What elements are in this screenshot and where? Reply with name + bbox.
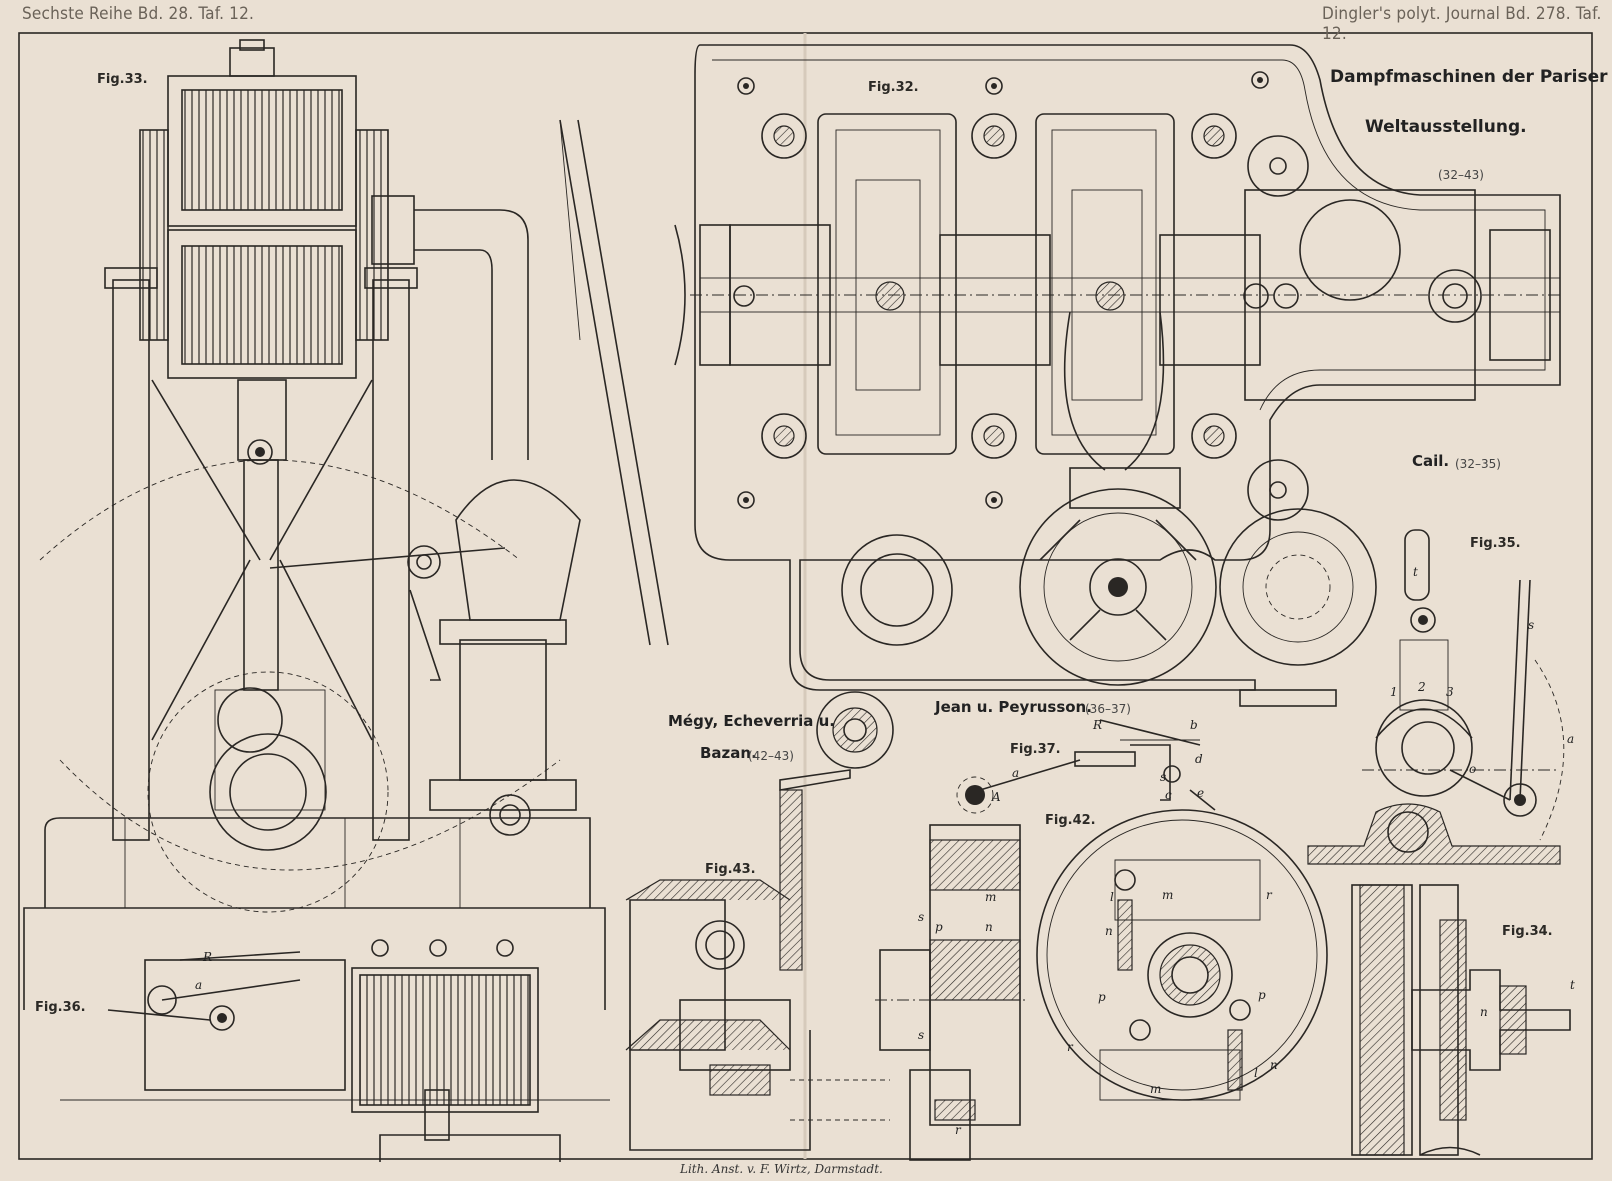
fig37-label: Fig.37.	[1010, 742, 1061, 757]
letter-p-fig42: p	[1098, 990, 1106, 1004]
fig34-label: Fig.34.	[1502, 924, 1553, 939]
fig33-label: Fig.33.	[97, 72, 148, 87]
fig36-side-view	[60, 939, 610, 1162]
fig35-label: Fig.35.	[1470, 536, 1521, 551]
maker-megy-line2: Bazan.	[700, 744, 757, 762]
letter-c-fig37: c	[1165, 788, 1172, 802]
letter-l-fig42: l	[1110, 890, 1114, 904]
plate-title-line2: Weltausstellung.	[1365, 117, 1527, 137]
maker-megy-line1: Mégy, Echeverria u.	[668, 712, 835, 730]
fig43-label: Fig.43.	[705, 862, 756, 877]
letter-t-fig34: t	[1570, 978, 1575, 992]
letter-1-fig35: 1	[1390, 685, 1398, 699]
letter-r-left-fig42: r	[1067, 1040, 1073, 1054]
maker-cail-range: (32–35)	[1455, 457, 1501, 471]
letter-s-fig37: s	[1160, 770, 1167, 784]
letter-r-fig42: r	[1266, 888, 1272, 902]
fig34-section	[1351, 884, 1571, 1156]
fig42-label: Fig.42.	[1045, 813, 1096, 828]
maker-cail: Cail.	[1412, 452, 1450, 470]
plate-title-range: (32–43)	[1438, 168, 1484, 182]
letter-e-fig37: e	[1197, 786, 1205, 800]
letter-d-fig37: d	[1195, 752, 1203, 766]
letter-n-sect: n	[985, 920, 993, 934]
letter-a-fig36: a	[195, 978, 203, 992]
letter-R-fig36: R	[203, 950, 213, 964]
letter-n-fig42: n	[1105, 924, 1113, 938]
letter-a-fig35: a	[1567, 732, 1575, 746]
lithographer-credit: Lith. Anst. v. F. Wirtz, Darmstadt.	[680, 1162, 883, 1176]
header-left: Sechste Reihe Bd. 28. Taf. 12.	[22, 4, 255, 24]
fig32-label: Fig.32.	[868, 80, 919, 95]
fig35-governor	[1307, 529, 1565, 865]
letter-m-bottom-fig42: m	[1150, 1082, 1162, 1096]
letter-3-fig35: 3	[1446, 685, 1454, 699]
fig43-section	[625, 691, 894, 1151]
letter-R-fig37: R	[1093, 718, 1103, 732]
maker-megy-range: (42–43)	[748, 749, 794, 763]
letter-b-fig37: b	[1190, 718, 1198, 732]
fig42-wheel	[1036, 809, 1328, 1101]
letter-n-fig34: n	[1480, 1005, 1488, 1019]
letter-2-fig35: 2	[1418, 680, 1426, 694]
letter-l-right-fig42: l	[1254, 1066, 1258, 1080]
letter-a-fig37: a	[1012, 766, 1020, 780]
fig32-plan-view	[674, 44, 1561, 707]
fig33-vertical-engine	[23, 39, 669, 1010]
letter-m-top-fig42: m	[1162, 888, 1174, 902]
letter-s-sect: s	[918, 910, 925, 924]
fig42-section	[875, 824, 1025, 1161]
maker-jean-range: (36–37)	[1085, 702, 1131, 716]
plate-title-line1: Dampfmaschinen der Pariser	[1330, 67, 1608, 87]
letter-p-right-fig42: p	[1258, 988, 1266, 1002]
letter-A-fig37: A	[992, 790, 1001, 804]
letter-m-sect: m	[985, 890, 997, 904]
letter-r-sect: r	[955, 1123, 961, 1137]
letter-s-fig35: s	[1528, 618, 1535, 632]
letter-s-sect-lower: s	[918, 1028, 925, 1042]
letter-n-right-fig42: n	[1270, 1058, 1278, 1072]
header-right: Dingler's polyt. Journal Bd. 278. Taf. 1…	[1322, 4, 1602, 44]
fig37-valve-gear	[956, 719, 1216, 814]
letter-t-fig35: t	[1413, 565, 1418, 579]
letter-o-fig35: o	[1469, 762, 1477, 776]
fig36-label: Fig.36.	[35, 1000, 86, 1015]
maker-jean: Jean u. Peyrusson.	[935, 698, 1092, 716]
letter-p-sect: p	[935, 920, 943, 934]
